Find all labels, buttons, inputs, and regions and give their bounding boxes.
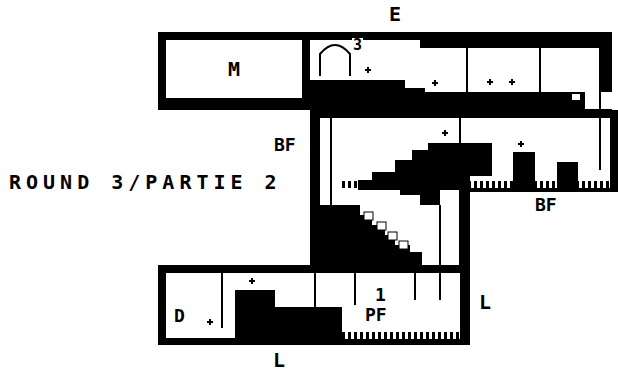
- exit-marker: E: [388, 4, 402, 24]
- item-marker: [249, 278, 255, 284]
- item-marker: [432, 80, 438, 86]
- item-marker: [518, 141, 524, 147]
- item-marker: [207, 319, 213, 325]
- door-marker: D: [173, 307, 186, 325]
- zone-code: BF: [273, 136, 297, 154]
- zone-code: BF: [534, 196, 558, 214]
- ladder-marker: L: [478, 292, 492, 312]
- item-marker: [509, 79, 515, 85]
- item-marker: [487, 79, 493, 85]
- room-letter: M: [228, 59, 240, 79]
- item-marker: [442, 130, 448, 136]
- item-marker: [365, 67, 371, 73]
- zone-code: PF: [364, 306, 388, 324]
- room-number: 3: [352, 38, 363, 53]
- room-box: M: [166, 40, 302, 98]
- ladder-marker: L: [272, 350, 286, 370]
- start-number: 1: [374, 286, 387, 304]
- round-title: ROUND 3/PARTIE 2: [8, 172, 283, 192]
